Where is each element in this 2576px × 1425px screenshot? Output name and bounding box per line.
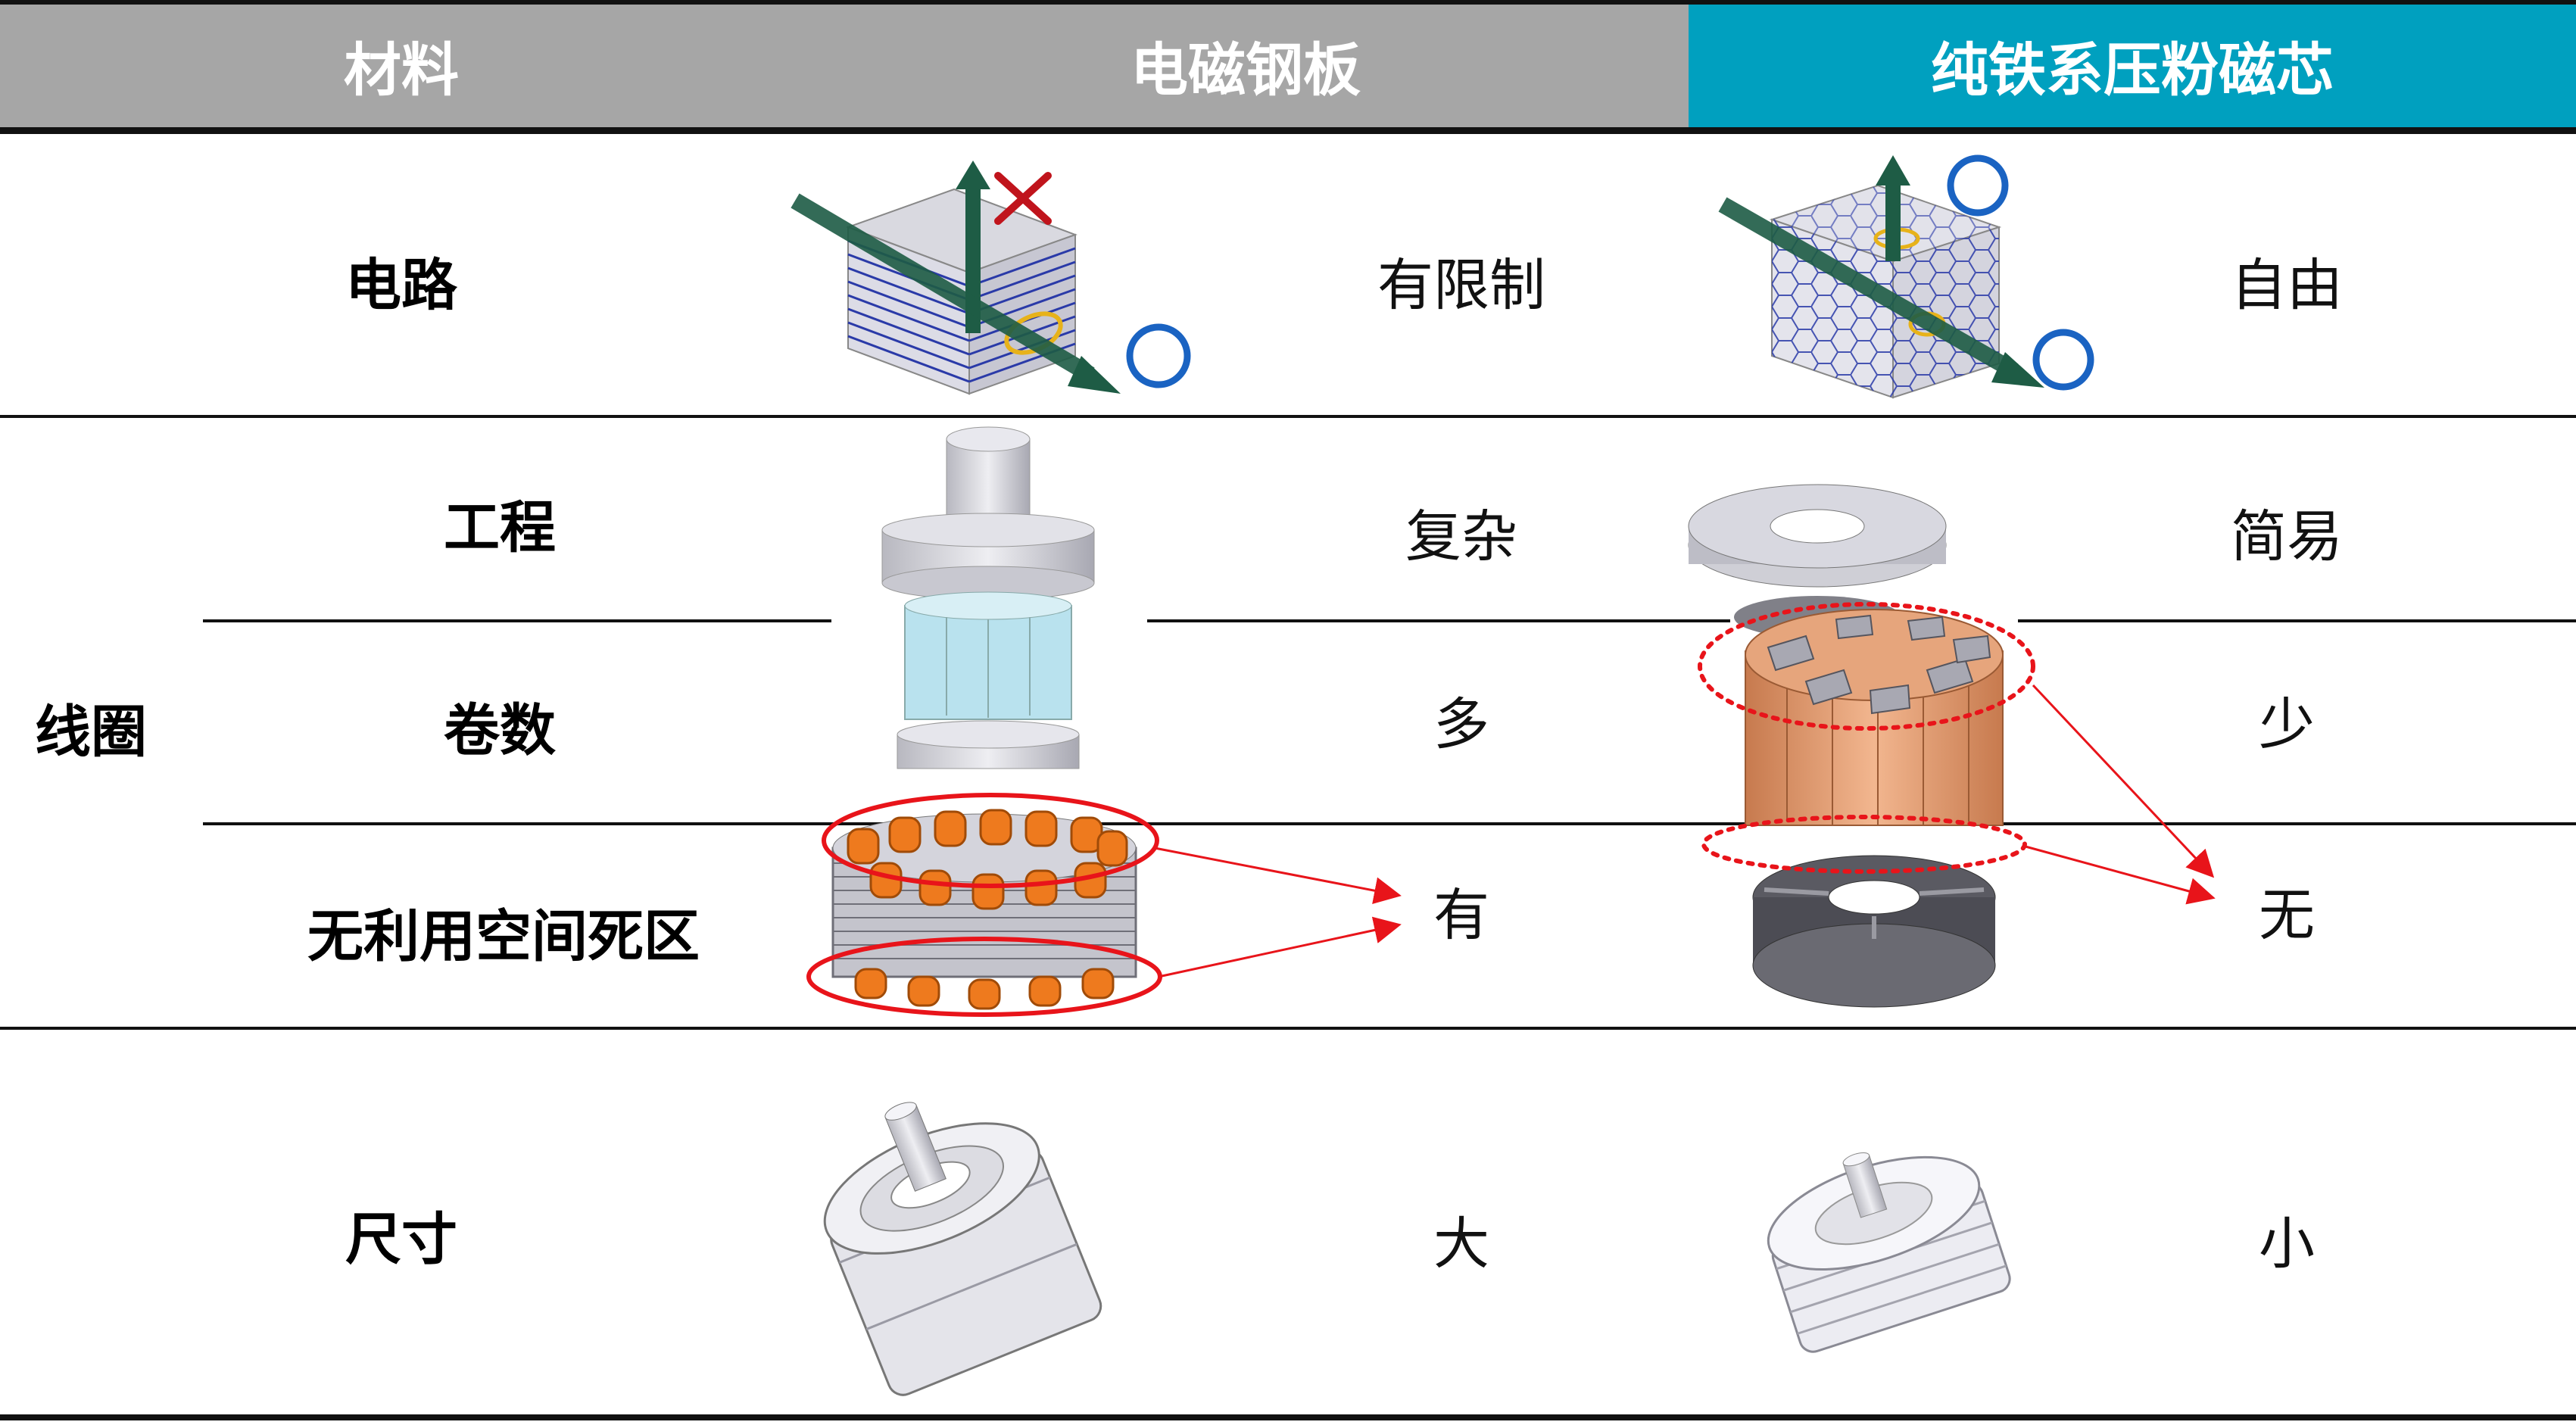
powder-circuit-value: 自由 bbox=[2231, 252, 2343, 318]
laminated-block-illustration bbox=[791, 161, 1121, 395]
row-label-coil: 线圈 bbox=[35, 699, 147, 765]
dead-space-highlight-powder bbox=[1698, 602, 2035, 874]
row-label-size: 尺寸 bbox=[345, 1206, 457, 1272]
steel-turns-value: 多 bbox=[1433, 691, 1489, 757]
steel-engineering-value: 复杂 bbox=[1405, 504, 1517, 569]
header-material: 材料 bbox=[0, 0, 803, 130]
powder-size-value: 小 bbox=[2259, 1211, 2315, 1277]
blue-circle-icon bbox=[1947, 154, 2009, 217]
row-rule-coil-a-right bbox=[2018, 619, 2576, 622]
powder-engineering-value: 简易 bbox=[2231, 504, 2343, 569]
powder-motor-illustration bbox=[1767, 1152, 2011, 1353]
powder-stator-illustration bbox=[1688, 484, 2004, 1008]
red-x-icon bbox=[994, 172, 1052, 225]
row-rule-circuit bbox=[0, 415, 2576, 418]
steel-dead-space-value: 有 bbox=[1433, 882, 1489, 948]
header-bottom-rule bbox=[0, 127, 2576, 134]
powder-turns-value: 少 bbox=[2259, 691, 2315, 757]
row-rule-coil-b bbox=[203, 822, 2576, 825]
blue-circle-icon bbox=[1126, 323, 1191, 388]
blue-circle-icon bbox=[2032, 329, 2094, 391]
row-rule-coil bbox=[0, 1027, 2576, 1030]
header-powder-core: 纯铁系压粉磁芯 bbox=[1689, 0, 2576, 130]
dead-space-arrows-steel bbox=[1154, 847, 1402, 978]
top-rule bbox=[0, 0, 2576, 5]
powder-dead-space-value: 无 bbox=[2259, 882, 2315, 948]
row-label-dead-space: 无利用空间死区 bbox=[307, 903, 700, 969]
bottom-rule bbox=[0, 1414, 2576, 1420]
row-label-circuit: 电路 bbox=[345, 252, 457, 318]
row-rule-coil-a-mid bbox=[1147, 619, 1730, 622]
row-label-engineering: 工程 bbox=[444, 494, 556, 560]
dead-space-arrows-powder bbox=[2025, 684, 2216, 905]
powder-block-illustration bbox=[1718, 155, 2044, 399]
steel-circuit-value: 有限制 bbox=[1377, 252, 1545, 318]
steel-size-value: 大 bbox=[1433, 1211, 1489, 1277]
header-steel-sheet: 电磁钢板 bbox=[803, 0, 1689, 130]
row-rule-coil-a-left bbox=[203, 619, 831, 622]
steel-motor-illustration bbox=[823, 1102, 1102, 1396]
steel-stator-illustration bbox=[831, 426, 1137, 1010]
row-label-turns: 卷数 bbox=[444, 697, 556, 763]
